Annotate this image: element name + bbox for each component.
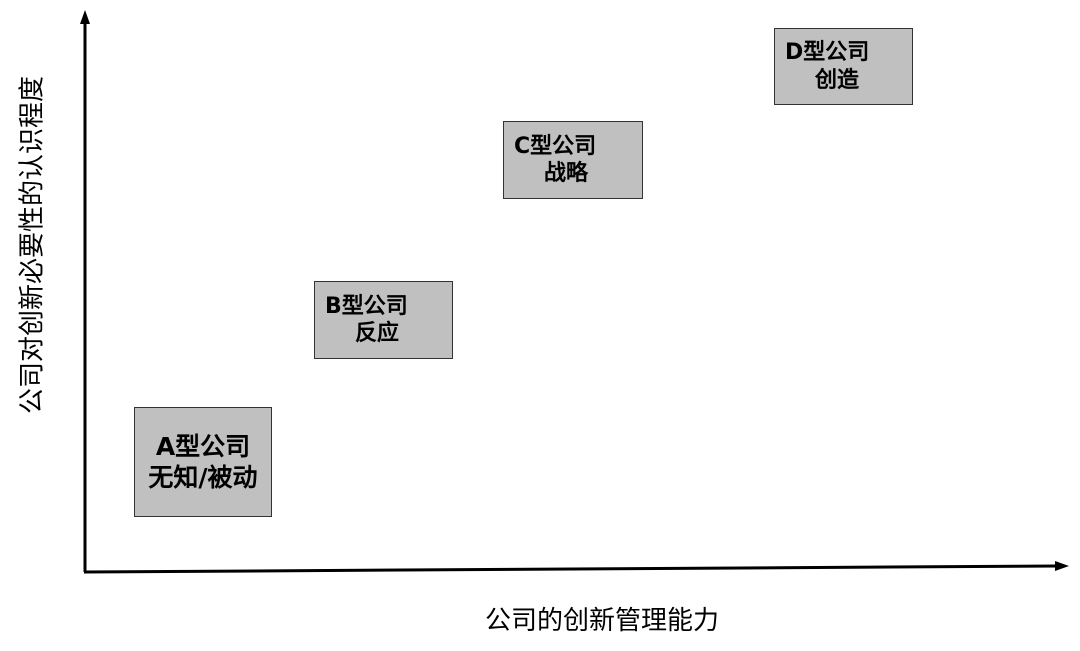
company-type-c-box: C型公司 战略 <box>503 121 643 199</box>
box-title: C型公司 <box>514 133 597 159</box>
company-type-b-box: B型公司 反应 <box>314 281 453 359</box>
y-axis-arrow-icon <box>80 10 90 24</box>
x-axis-arrow-icon <box>1055 561 1069 571</box>
box-title: B型公司 <box>325 293 408 319</box>
company-type-d-box: D型公司 创造 <box>774 28 913 105</box>
x-axis-line <box>83 564 1059 574</box>
box-title: D型公司 <box>785 40 870 65</box>
x-axis-label: 公司的创新管理能力 <box>484 606 720 636</box>
box-subtitle: 战略 <box>544 161 589 186</box>
box-subtitle: 反应 <box>355 321 400 346</box>
box-subtitle: 无知/被动 <box>148 463 258 492</box>
y-axis-label: 公司对创新必要性的认识程度 <box>17 75 48 415</box>
box-title: A型公司 <box>155 431 251 461</box>
box-subtitle: 创造 <box>815 67 860 93</box>
company-type-a-box: A型公司 无知/被动 <box>134 407 272 517</box>
